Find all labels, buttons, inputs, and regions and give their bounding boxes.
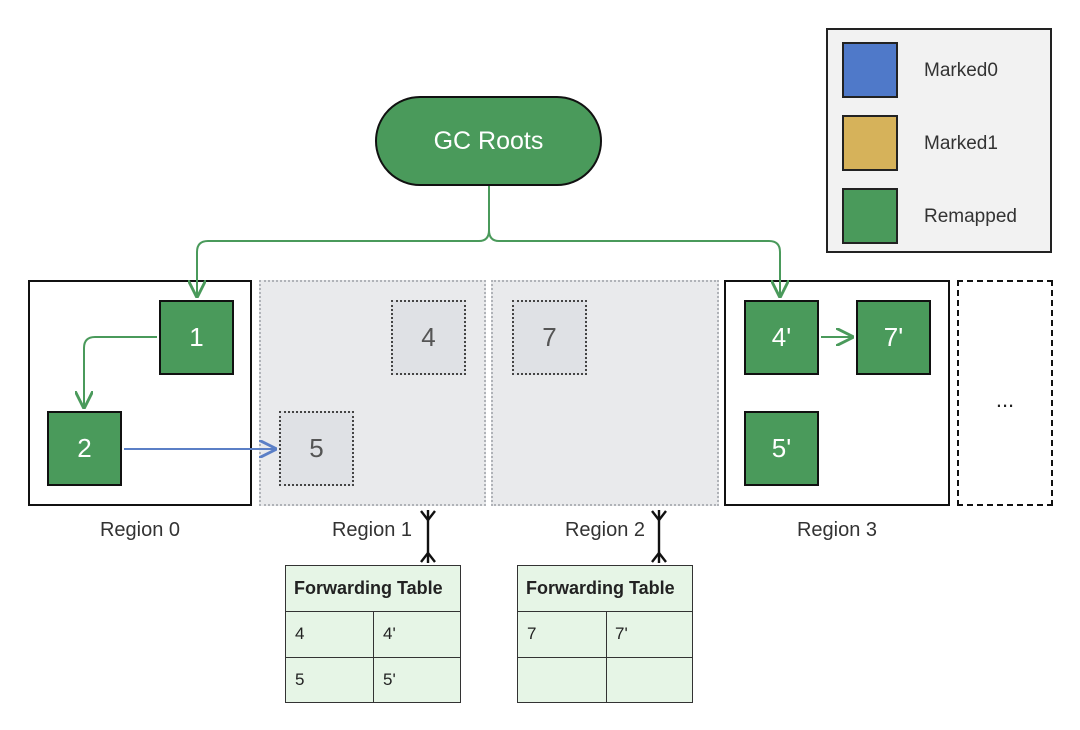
table-divider (606, 612, 607, 702)
object-5-old: 5 (279, 411, 354, 486)
table-cell: 5 (295, 670, 305, 689)
forwarding-table-title: Forwarding Table (518, 566, 692, 612)
region-more-ellipsis: ... (995, 387, 1015, 412)
object-1-to-2-arrow (84, 336, 157, 407)
region-1-table-connector (420, 510, 436, 563)
region-2-table-connector (651, 510, 667, 563)
legend-swatch-marked1 (842, 115, 898, 171)
object-7-prime: 7' (856, 300, 931, 375)
table-divider (518, 657, 692, 658)
legend-swatch-marked0 (842, 42, 898, 98)
legend-swatch-remapped (842, 188, 898, 244)
object-4-prime: 4' (744, 300, 819, 375)
forwarding-table-title: Forwarding Table (286, 566, 460, 612)
region-2-label: Region 2 (564, 519, 646, 541)
region-3-label: Region 3 (796, 519, 878, 541)
object-5-prime: 5' (744, 411, 819, 486)
object-2: 2 (47, 411, 122, 486)
forwarding-table-region-2: Forwarding Table 7 7' (517, 565, 693, 703)
table-cell: 4' (383, 624, 396, 643)
forwarding-table-region-1: Forwarding Table 4 4' 5 5' (285, 565, 461, 703)
region-more (957, 280, 1053, 506)
table-cell: 4 (295, 624, 305, 643)
root-trunk-arrow (197, 186, 490, 296)
region-1-label: Region 1 (331, 519, 413, 541)
table-cell: 7 (527, 624, 537, 643)
region-0-label: Region 0 (99, 519, 181, 541)
table-divider (373, 612, 374, 702)
root-to-4-prime-arrow (488, 229, 780, 296)
table-cell: 5' (383, 670, 396, 689)
object-4-old: 4 (391, 300, 466, 375)
table-cell: 7' (615, 624, 628, 643)
legend-label-remapped: Remapped (924, 206, 1017, 227)
legend-label-marked1: Marked1 (924, 133, 998, 154)
gc-roots-node: GC Roots (375, 96, 602, 186)
legend: Marked0 Marked1 Remapped (826, 28, 1052, 253)
object-1: 1 (159, 300, 234, 375)
legend-label-marked0: Marked0 (924, 60, 998, 81)
object-7-old: 7 (512, 300, 587, 375)
